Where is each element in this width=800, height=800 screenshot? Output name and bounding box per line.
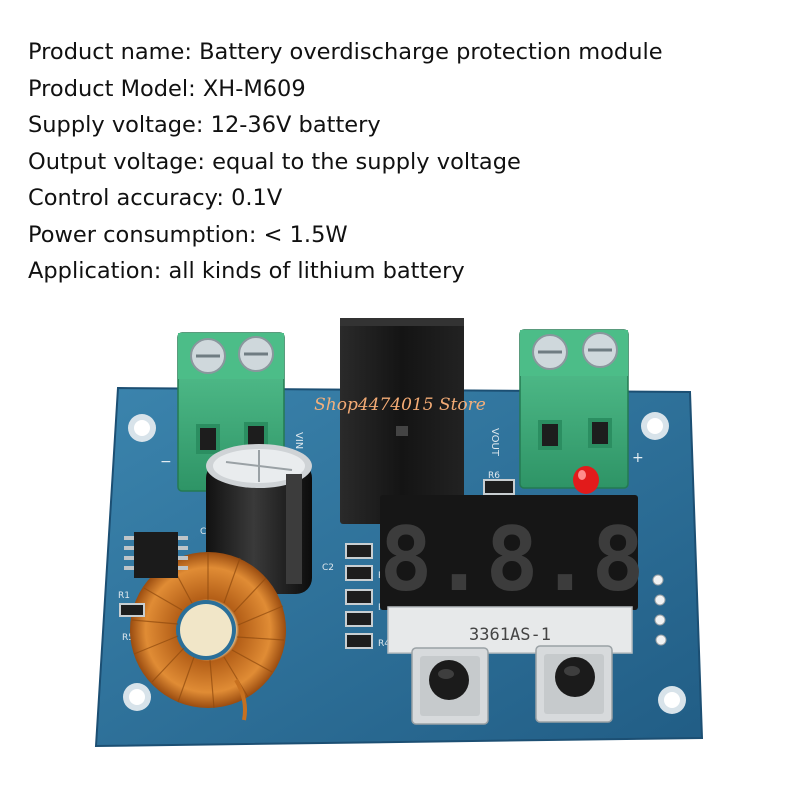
tactile-button-right[interactable] [535,645,613,723]
spec-output-voltage: Output voltage: equal to the supply volt… [28,148,521,175]
output-terminal-block [519,329,629,489]
pcb-vout-label: VOUT [489,428,500,457]
spec-product-name: Product name: Battery overdischarge prot… [28,39,663,65]
product-spec-list: Product name: Battery overdischarge prot… [28,34,663,290]
mounting-hole-icon [658,686,686,714]
component-label: R1 [118,591,130,601]
screw-icon [190,338,226,374]
pcb-minus-label: − [160,454,172,470]
spec-power-consumption: Power consumption: < 1.5W [28,221,348,248]
spec-application: Application: all kinds of lithium batter… [28,258,465,284]
pcb-plus-label: + [632,450,644,466]
component-label: R5 [122,633,134,643]
mounting-hole-icon [123,683,151,711]
red-led-icon [573,466,599,494]
component-label: R6 [488,471,500,481]
pcb-vin-label: VIN [293,432,304,449]
toroidal-inductor [130,552,286,721]
smd-components [119,479,515,649]
component-label: R4 [378,639,390,649]
display-reading: 8.8.8 [380,508,645,611]
spec-supply-voltage: Supply voltage: 12-36V battery [28,112,381,138]
component-label: C2 [322,563,334,573]
screw-icon [532,334,568,370]
spec-control-accuracy: Control accuracy: 0.1V [28,185,283,211]
mounting-hole-icon [128,414,156,442]
header-pins [652,574,667,646]
display-part-number: 3361AS-1 [469,625,551,645]
seven-segment-display: 3361AS-1 8.8.8 [380,495,645,654]
mounting-hole-icon [641,412,669,440]
tactile-button-left[interactable] [411,647,489,725]
ic-chip [124,532,188,578]
screw-icon [582,332,618,368]
store-watermark: Shop4474015 Store [314,395,486,415]
screw-icon [238,336,274,372]
relay [340,318,464,524]
product-photo: − + VIN VOUT R1 R2 R3 R4 R5 R6 C1 C2 [0,300,800,780]
spec-product-model: Product Model: XH-M609 [28,75,306,102]
